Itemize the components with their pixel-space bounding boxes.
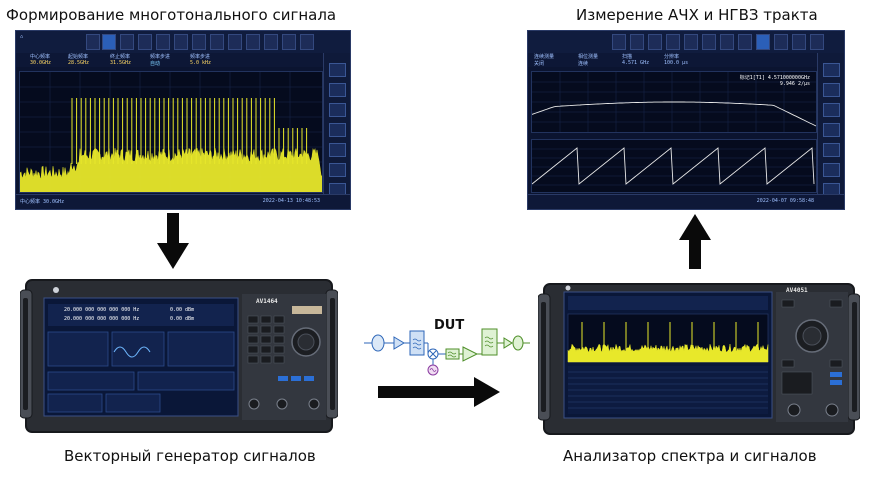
screen-info-bar: 中心频率 30.0GHz 起始频率 28.5GHz 终止频率 31.5GHz 频… (16, 53, 324, 67)
screen-info-bar: 连续测量 关闭 相位测量 连续 扫描 4.571 GHz 分辨率 100.0 μ… (528, 53, 818, 67)
group-delay-trace (532, 147, 816, 186)
right-measurement-screen: 连续测量 关闭 相位测量 连续 扫描 4.571 GHz 分辨率 100.0 μ… (527, 30, 845, 210)
dut-diagram: DUT (364, 316, 530, 380)
screen-side-menu (817, 53, 844, 197)
vector-signal-generator: AV1464 20.000 000 000 000 000 Hz 20.000 … (20, 276, 338, 436)
left-spectrum-screen: ⌂ 中心频率 30.0GHz 起始频率 28.5GHz 终止频率 31.5GHz… (15, 30, 351, 210)
screen-toolbar: ⌂ (16, 31, 350, 54)
generator-freq-1: 20.000 000 000 000 000 Hz (64, 307, 140, 313)
signal-spectrum-analyzer: AV4051 (538, 278, 860, 438)
generator-level-1: 0.00 dBm (170, 307, 195, 313)
screen-footer: 中心频率 30.0GHz 2022-04-13 10:48:53 (16, 194, 350, 209)
caption-vector-generator: Векторный генератор сигналов (64, 447, 316, 465)
dut-chain-svg (364, 328, 530, 376)
caption-measurement: Измерение АЧХ и НГВЗ тракта (576, 6, 818, 24)
caption-signal-generation: Формирование многотонального сигнала (6, 6, 337, 24)
screen-footer: 2022-04-07 09:58:48 (528, 194, 844, 209)
generator-brand: AV1464 (256, 298, 278, 305)
screen-side-menu (323, 53, 350, 197)
generator-freq-2: 20.000 000 000 000 000 Hz (64, 316, 140, 322)
screen-toolbar (528, 31, 844, 54)
dut-label: DUT (434, 318, 465, 333)
analyzer-brand: AV4051 (786, 287, 808, 294)
amplitude-response-trace (532, 72, 816, 132)
amplitude-response-plot: 标记1[T1] 4.571000000GHz 9.946 2/μs (531, 71, 817, 133)
multitone-spectrum-trace (20, 72, 322, 192)
caption-spectrum-analyzer: Анализатор спектра и сигналов (563, 447, 817, 465)
group-delay-plot (531, 139, 817, 193)
spectrum-plot (19, 71, 323, 193)
generator-level-2: 0.00 dBm (170, 316, 195, 322)
